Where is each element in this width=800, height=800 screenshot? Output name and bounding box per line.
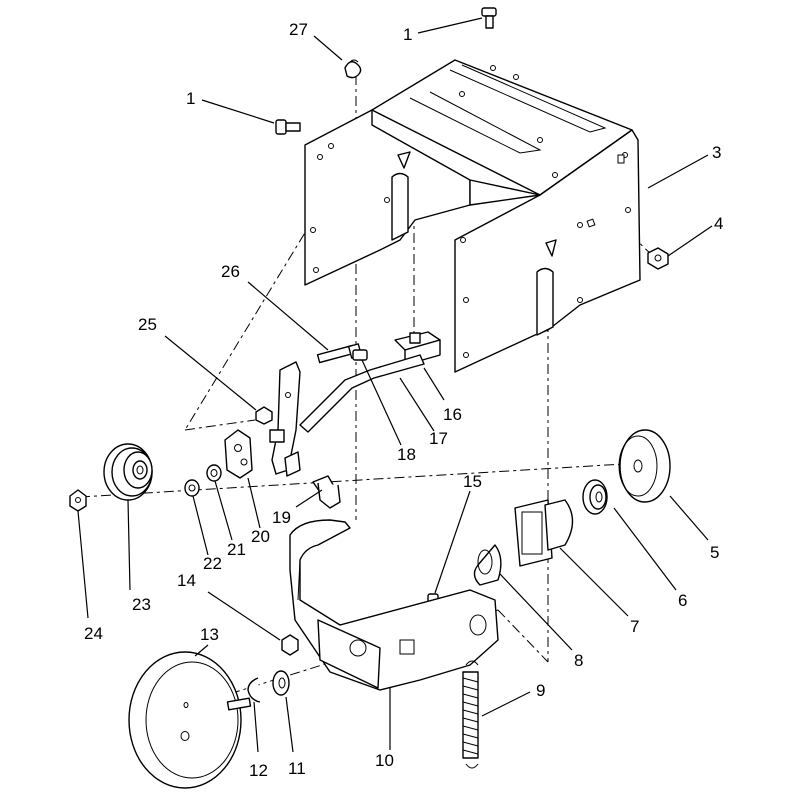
callout-22: 22: [203, 554, 222, 573]
nut-right: [647, 247, 669, 270]
callout-26: 26: [221, 262, 240, 281]
pad-19: [284, 451, 341, 509]
callout-9: 9: [536, 681, 545, 700]
bolt-left: [275, 119, 301, 135]
callout-18: 18: [397, 445, 416, 464]
yoke-frame: [289, 519, 499, 691]
callout-3: 3: [712, 143, 721, 162]
callout-16: 16: [443, 405, 462, 424]
nut-22: [184, 479, 200, 497]
bolt-top: [481, 7, 497, 29]
callout-19: 19: [272, 508, 291, 527]
frame-housing: [304, 59, 641, 373]
idler-arm: [269, 361, 301, 475]
drive-pulley: [128, 651, 252, 789]
callout-10: 10: [375, 751, 394, 770]
washer-21: [206, 464, 222, 482]
callout-1a: 1: [403, 25, 412, 44]
callout-27: 27: [289, 20, 308, 39]
shift-rod: [299, 354, 425, 433]
callout-23: 23: [132, 595, 151, 614]
callout-8: 8: [574, 651, 583, 670]
bushing-8: [473, 544, 502, 586]
callout-15: 15: [463, 472, 482, 491]
callout-1b: 1: [186, 89, 195, 108]
callout-13: 13: [200, 625, 219, 644]
bearing-housing: [514, 499, 574, 567]
callout-7: 7: [630, 617, 639, 636]
callout-5: 5: [710, 543, 719, 562]
callout-11: 11: [288, 759, 306, 778]
callout-24: 24: [84, 624, 103, 643]
retaining-clip: [247, 677, 261, 703]
bearing-6: [582, 479, 608, 515]
idler-pulley: [103, 443, 153, 501]
wheel-disc: [618, 429, 671, 503]
bracket-20: [224, 429, 253, 479]
callout-21: 21: [227, 540, 246, 559]
callout-20: 20: [251, 527, 270, 546]
nut-25: [255, 406, 273, 425]
callout-25: 25: [138, 315, 157, 334]
washer-11: [272, 670, 290, 696]
extension-spring: [462, 660, 479, 769]
bolt-14: [281, 634, 299, 656]
stud-18: [352, 349, 368, 361]
callout-6: 6: [678, 591, 687, 610]
nut-24: [69, 489, 87, 512]
spring-pin: [344, 59, 362, 79]
callout-labels: 1 1 27 3 4 5 6 7 8 9 10 11 12 13 14 15 1…: [84, 20, 723, 780]
leader-lines: [77, 17, 713, 753]
callout-14: 14: [177, 571, 196, 590]
callout-12: 12: [249, 761, 268, 780]
callout-17: 17: [429, 429, 448, 448]
callout-4: 4: [714, 214, 723, 233]
